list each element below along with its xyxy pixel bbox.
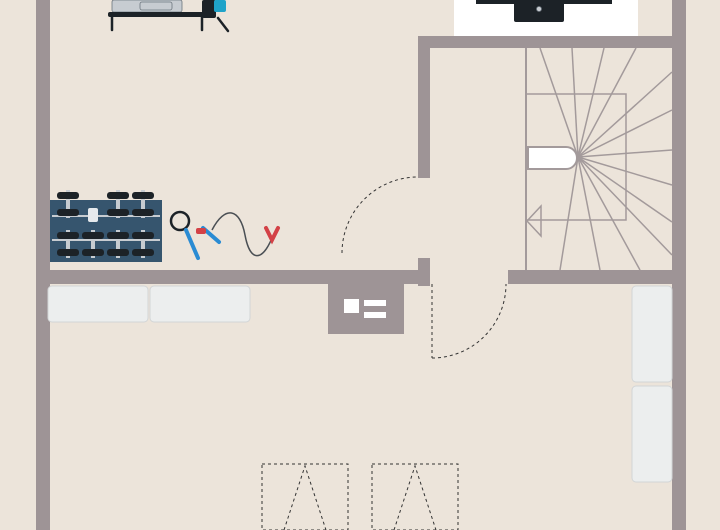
rowing-machine — [108, 0, 230, 33]
dumbbell-weight-plate — [107, 232, 129, 239]
dumbbell-rack — [50, 190, 162, 262]
door-swing-lower — [431, 283, 507, 359]
dumbbell-weight-plate — [132, 249, 154, 256]
stair-landing — [525, 93, 627, 221]
wall-divider-left — [36, 270, 430, 284]
dumbbell-weight-plate — [132, 209, 154, 216]
wall-right — [672, 0, 686, 530]
stair-tread — [577, 109, 673, 158]
staircase — [525, 47, 673, 271]
stair-tread — [577, 47, 605, 158]
stair-newel-post — [527, 146, 578, 170]
roof-window-1-frame — [261, 463, 349, 530]
wall-left — [36, 0, 50, 530]
jump-rope-coil — [169, 210, 191, 232]
door-swing-upper — [341, 176, 419, 254]
stair-hall-walls — [418, 36, 686, 286]
sofa-left-cushion-1 — [47, 285, 149, 323]
dumbbell-handle — [141, 230, 145, 258]
fuse-box-breaker-bottom — [364, 312, 386, 318]
dumbbell-handle — [91, 230, 95, 258]
dumbbell-handle — [116, 230, 120, 258]
dumbbell-clip — [88, 208, 98, 222]
dumbbell-weight-plate — [57, 249, 79, 256]
fuse-box-niche — [328, 282, 404, 334]
wall-stair-left — [418, 36, 430, 178]
dumbbell-weight-plate — [57, 209, 79, 216]
dumbbell-weight-plate — [107, 209, 129, 216]
wall-stair-top — [418, 36, 686, 48]
rower-frame — [108, 12, 208, 17]
sofas — [47, 285, 673, 483]
fuse-box — [328, 282, 404, 334]
stair-tread — [577, 149, 673, 158]
rower-monitor — [214, 0, 226, 12]
resistance-band-handle — [264, 226, 280, 245]
wall-divider-right — [508, 270, 686, 284]
stair-tread — [577, 47, 637, 158]
stair-tread — [571, 47, 579, 158]
rower-flywheel — [202, 0, 216, 18]
fuse-box-switch — [344, 299, 359, 313]
tv-power-button — [536, 6, 542, 12]
resistance-band — [211, 212, 280, 257]
dumbbell-weight-plate — [82, 249, 104, 256]
sofa-left-cushion-2 — [149, 285, 251, 323]
dumbbell-weight-plate — [57, 192, 79, 199]
tv-stand — [454, 0, 638, 36]
jump-rope-handle-left — [184, 228, 200, 260]
dumbbell-weight-plate — [107, 192, 129, 199]
dumbbell-handle — [116, 190, 120, 218]
doors — [341, 176, 507, 359]
dumbbell-handle — [141, 190, 145, 218]
stair-tread — [577, 71, 673, 158]
stair-tread — [577, 156, 673, 256]
roof-window-2-sash — [393, 464, 437, 530]
dumbbell-weight-plate — [107, 249, 129, 256]
dumbbell-weight-plate — [82, 232, 104, 239]
stair-direction-arrow-icon — [525, 204, 542, 238]
sofa-right-cushion-1 — [631, 285, 673, 383]
sofa-right-cushion-2 — [631, 385, 673, 483]
divider-walls — [36, 270, 686, 284]
dumbbell-handle — [66, 230, 70, 258]
roof-window-2-frame — [371, 463, 459, 530]
stair-tread — [577, 156, 601, 271]
dumbbell-weight-plate — [132, 192, 154, 199]
stair-tread — [577, 156, 673, 186]
dumbbell-weight-plate — [57, 232, 79, 239]
rower-seat — [139, 1, 173, 11]
stair-tread — [559, 156, 579, 271]
stair-tread — [539, 47, 579, 158]
jump-rope-grip — [196, 228, 206, 234]
stair-tread — [577, 156, 673, 223]
dumbbell-weight-plate — [132, 232, 154, 239]
outer-walls — [36, 0, 686, 530]
roof-windows — [261, 463, 459, 530]
rower-handle-strap — [216, 16, 230, 33]
resistance-band-cord — [211, 212, 273, 257]
roof-window-1-sash — [283, 464, 327, 530]
jump-rope — [169, 210, 221, 260]
stair-tread — [577, 156, 641, 271]
fuse-box-breaker-top — [364, 300, 386, 306]
dumbbell-handle — [66, 190, 70, 218]
